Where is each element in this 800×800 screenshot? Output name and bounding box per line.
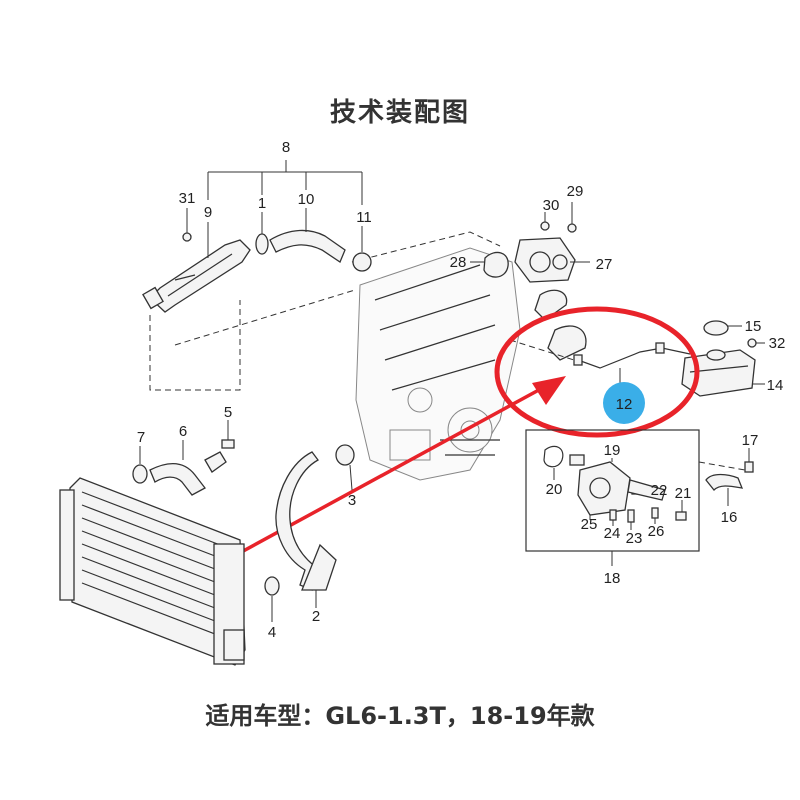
label-6: 6 [179, 423, 187, 440]
part-16-small-hose [698, 461, 746, 506]
label-2: 2 [312, 608, 320, 625]
label-15: 15 [745, 318, 762, 335]
dashed-guide [174, 289, 356, 346]
part-18-subassembly-box [525, 429, 700, 566]
part-19-pump-housing [577, 458, 631, 516]
connector-pipe-lower [547, 325, 587, 361]
pump-sensor [569, 454, 585, 466]
part-30-bolt [540, 212, 550, 231]
label-5: 5 [224, 404, 232, 421]
label-22: 22 [651, 482, 668, 499]
label-17: 17 [742, 432, 759, 449]
part-2-lower-hose [275, 451, 337, 608]
label-7: 7 [137, 429, 145, 446]
part-4-clamp [264, 576, 280, 622]
label-1: 1 [258, 195, 266, 212]
part-11-clamp [352, 226, 372, 272]
label-20: 20 [546, 481, 563, 498]
label-3: 3 [348, 492, 356, 509]
label-11: 11 [356, 209, 372, 226]
part-9-coolant-pipe [142, 222, 251, 313]
part-28-gasket [470, 251, 509, 278]
part-6-hose [149, 440, 227, 496]
highlight-arrow-head [532, 376, 566, 405]
part-23-bolt [627, 509, 635, 530]
label-30: 30 [543, 197, 560, 214]
label-31: 31 [179, 190, 196, 207]
radiator [59, 477, 246, 666]
part-31-bolt [182, 208, 192, 242]
part-3-clamp [335, 444, 355, 491]
label-25: 25 [581, 516, 598, 533]
label-27: 27 [596, 256, 613, 273]
label-26: 26 [648, 523, 665, 540]
part-20-gasket [543, 445, 564, 480]
part-1-clamp [255, 212, 269, 255]
applicable-models-caption: 适用车型：GL6-1.3T，18-19年款 [205, 702, 595, 730]
label-9: 9 [204, 204, 212, 221]
part-32-bolt [747, 338, 765, 348]
part-24-bolt [609, 509, 617, 526]
label-32: 32 [769, 335, 786, 352]
part-10-hose [269, 208, 346, 263]
label-23: 23 [626, 530, 643, 547]
part-9-dashed-guide [149, 300, 241, 391]
part-21-bolt [675, 500, 687, 521]
label-18: 18 [604, 570, 621, 587]
part-29-bolt [567, 202, 577, 233]
diagram-title: 技术装配图 [329, 98, 470, 128]
label-28: 28 [450, 254, 467, 271]
thermostat-housing [514, 237, 590, 283]
part-26-bolt [651, 507, 659, 524]
label-12: 12 [616, 396, 633, 413]
label-8: 8 [282, 139, 290, 156]
part-7-clamp [132, 446, 148, 484]
label-19: 19 [604, 442, 621, 459]
label-29: 29 [567, 183, 584, 200]
label-4: 4 [268, 624, 276, 641]
pump-outlet [627, 479, 666, 501]
part-14-expansion-tank [681, 349, 765, 397]
label-16: 16 [721, 509, 738, 526]
part-15-tank-cap [703, 320, 742, 361]
part-12-badge [603, 382, 645, 424]
label-24: 24 [604, 525, 621, 542]
part-8-bracket [207, 160, 363, 205]
part-5-bolt [221, 420, 235, 449]
highlight-arrow-line [189, 383, 549, 582]
highlight-ellipse [494, 306, 700, 438]
part-17-bolt [744, 448, 754, 473]
label-21: 21 [675, 485, 692, 502]
label-10: 10 [298, 191, 315, 208]
label-14: 14 [767, 377, 784, 394]
